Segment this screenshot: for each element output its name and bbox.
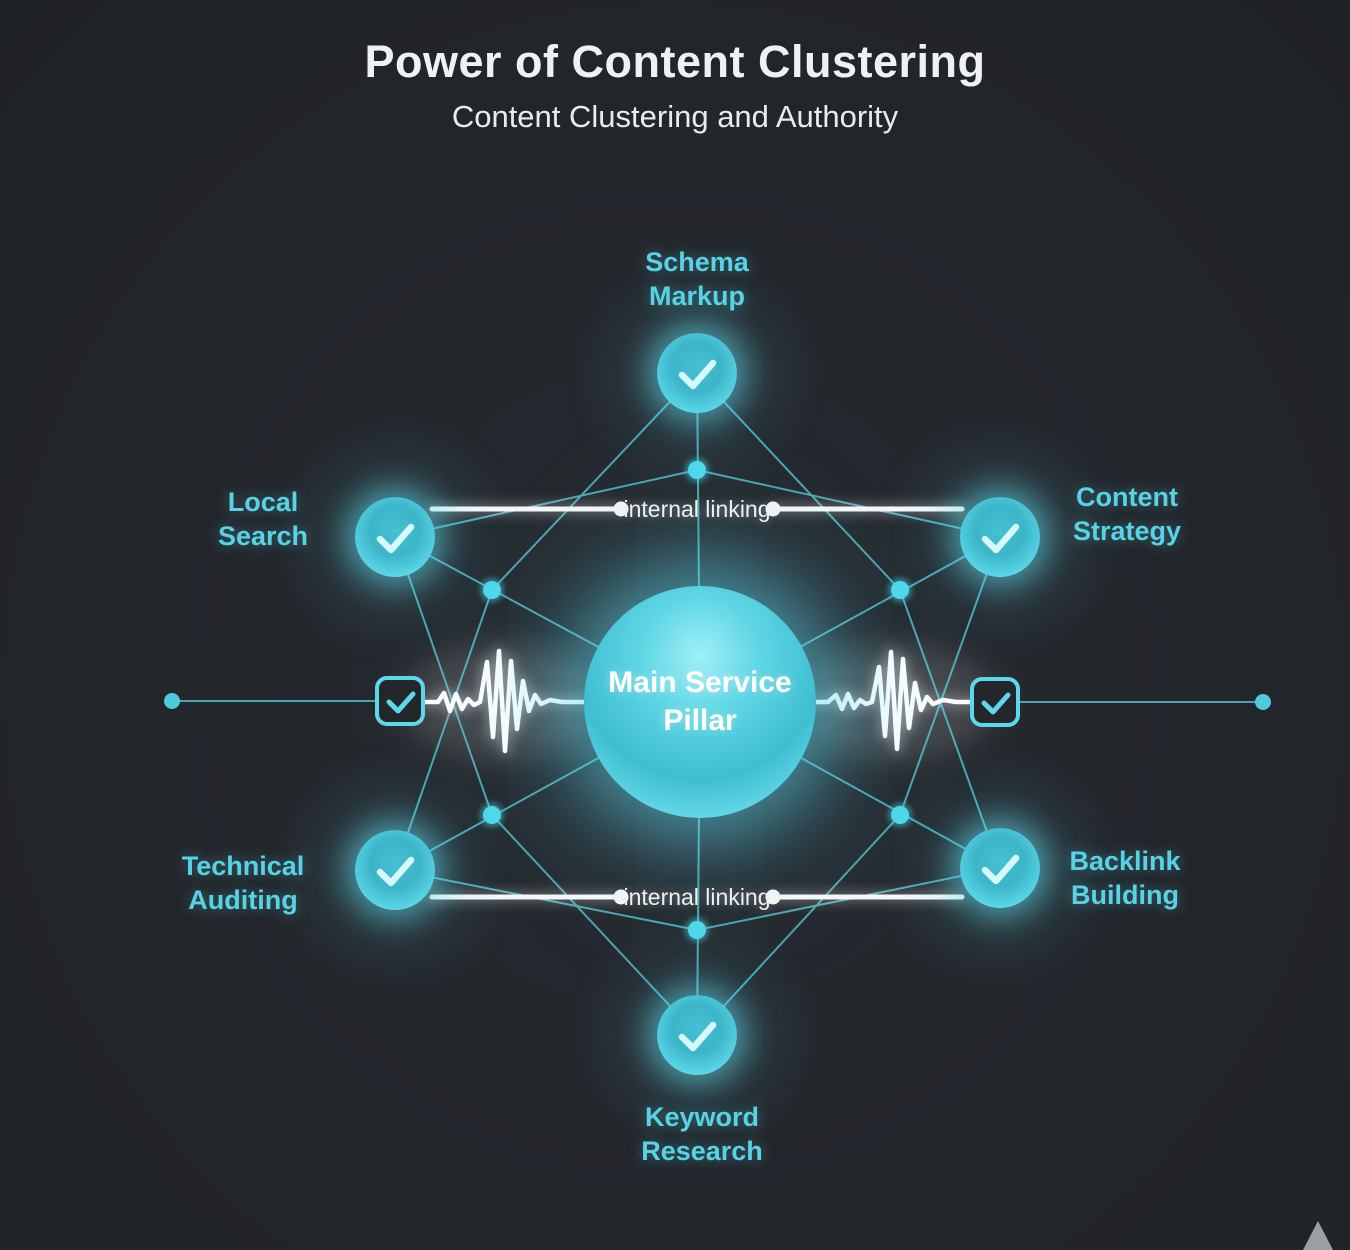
page-subtitle: Content Clustering and Authority xyxy=(451,99,899,134)
label-end-dots xyxy=(613,501,781,905)
internal-linking-label-bottom: internal linking xyxy=(623,884,771,910)
left-waveform xyxy=(419,646,589,756)
check-icon xyxy=(981,854,1020,885)
node-technical-auditing xyxy=(355,830,435,910)
junction-dots xyxy=(480,458,912,942)
right-checkbox-icon xyxy=(968,675,1022,734)
axis-end-dots xyxy=(164,693,1271,710)
internal-linking-lines xyxy=(427,504,967,902)
node-keyword-research xyxy=(657,995,737,1075)
label-backlink-building: Backlink Building xyxy=(1069,846,1181,910)
page-title: Power of Content Clustering xyxy=(364,36,986,87)
node-local-search xyxy=(355,497,435,577)
check-icon xyxy=(678,1021,717,1052)
corner-triangle-watermark xyxy=(1303,1221,1333,1250)
right-waveform xyxy=(809,647,977,754)
node-main-service-pillar: Main Service Pillar xyxy=(584,586,816,818)
label-local-search: Local Search xyxy=(217,487,309,551)
label-technical-auditing: Technical Auditing xyxy=(181,851,305,915)
label-schema-markup: Schema Markup xyxy=(645,247,749,311)
node-content-strategy xyxy=(960,497,1040,577)
node-backlink-building xyxy=(960,828,1040,908)
internal-linking-label-top: internal linking xyxy=(623,496,771,522)
check-icon xyxy=(376,856,415,887)
label-keyword-research: Keyword Research xyxy=(641,1102,763,1166)
node-schema-markup xyxy=(657,333,737,413)
check-icon xyxy=(981,523,1020,554)
check-icon xyxy=(376,523,415,554)
center-label-line1: Main Service xyxy=(608,666,792,699)
left-checkbox-icon xyxy=(373,674,427,733)
label-content-strategy: Content Strategy xyxy=(1072,482,1182,546)
center-label-line2: Pillar xyxy=(663,704,737,737)
check-icon xyxy=(678,359,717,390)
